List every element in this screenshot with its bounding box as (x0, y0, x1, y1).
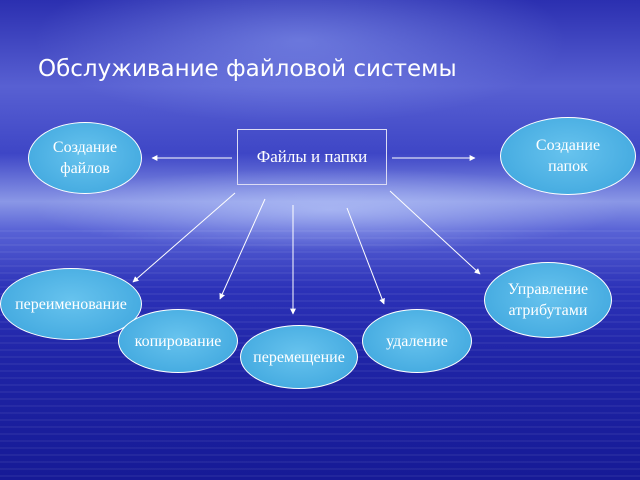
arrow-to-manage-attributes (389, 190, 481, 275)
slide-title: Обслуживание файловой системы (38, 56, 457, 82)
arrow-to-delete (346, 207, 385, 305)
center-node-files-and-folders: Файлы и папки (237, 129, 387, 185)
node-rename-label: переименование (15, 295, 127, 313)
node-delete: удаление (362, 309, 472, 373)
arrow-to-copy (219, 198, 266, 300)
node-move: перемещение (240, 325, 358, 389)
node-delete-label: удаление (386, 332, 448, 350)
node-copy-label: копирование (134, 332, 222, 350)
node-create-folders: Создание папок (500, 117, 636, 195)
node-create-folders-label: Создание папок (535, 137, 601, 175)
node-rename: переименование (0, 268, 142, 340)
node-create-files: Создание файлов (28, 122, 142, 194)
node-manage-attributes-label: Управление атрибутами (507, 281, 589, 319)
node-create-files-label: Создание файлов (52, 139, 118, 177)
node-copy: копирование (118, 309, 238, 373)
node-manage-attributes: Управление атрибутами (484, 262, 612, 338)
node-move-label: перемещение (253, 348, 345, 366)
arrow-to-rename (132, 192, 236, 283)
